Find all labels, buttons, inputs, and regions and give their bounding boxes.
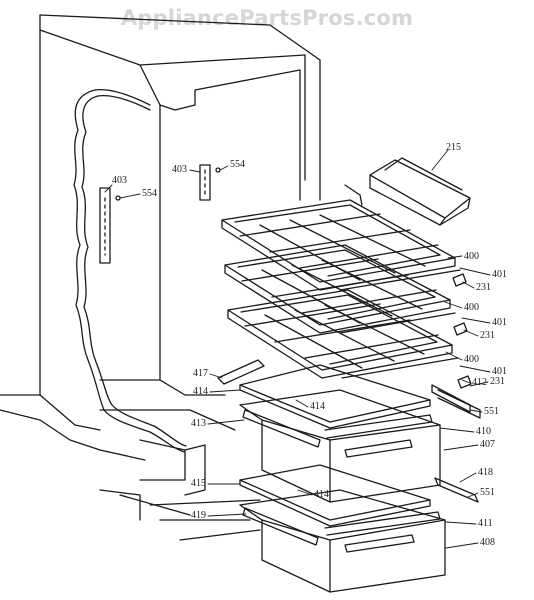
label-215: 215 [446,142,461,153]
label-414-center: 414 [310,401,325,412]
shelf-clip-1 [453,274,466,286]
label-415: 415 [191,478,206,489]
shelf-1 [222,185,460,290]
label-410: 410 [476,426,491,437]
watermark: AppliancePartsPros.com [120,6,414,30]
label-400-low: 400 [464,354,479,365]
dairy-bin [370,158,470,225]
label-407: 407 [480,439,495,450]
label-401-low: 401 [492,366,507,377]
label-417: 417 [193,368,208,379]
label-231-mid: 231 [480,330,495,341]
label-418: 418 [478,467,493,478]
shelf-clip-3 [458,376,471,388]
label-413: 413 [191,418,206,429]
label-412: 412 [472,377,487,388]
label-408: 408 [480,537,495,548]
label-551-lower: 551 [480,487,495,498]
label-419: 419 [191,510,206,521]
label-554-right: 554 [230,159,245,170]
crisper-rail-551-upper [438,390,480,418]
label-401-mid: 401 [492,317,507,328]
label-554-left: 554 [142,188,157,199]
label-400-mid: 400 [464,302,479,313]
label-414-left: 414 [193,386,208,397]
label-403-left: 403 [112,175,127,186]
crisper-rail-lower [435,478,478,502]
shelf-clip-2 [454,323,467,335]
label-401-top: 401 [492,269,507,280]
label-231-top: 231 [476,282,491,293]
label-411: 411 [478,518,493,529]
label-400-top: 400 [464,251,479,262]
shelf-support-left [100,188,110,263]
shelf-3 [228,290,458,378]
leader-lines [105,150,490,548]
shelf-support-right [200,165,210,200]
cabinet [0,15,320,540]
label-551-upper: 551 [484,406,499,417]
crisper-rail-right [432,385,470,412]
crisper-drawer-upper [240,390,440,502]
crisper-rail-left [218,360,264,384]
label-403-right: 403 [172,164,187,175]
door-gasket [74,90,186,452]
crisper-drawer-lower [240,490,445,592]
crisper-cover-lower [240,465,430,526]
label-414-lower: 414 [314,489,329,500]
crisper-cover [240,365,430,428]
label-231-low: 231 [490,376,505,387]
